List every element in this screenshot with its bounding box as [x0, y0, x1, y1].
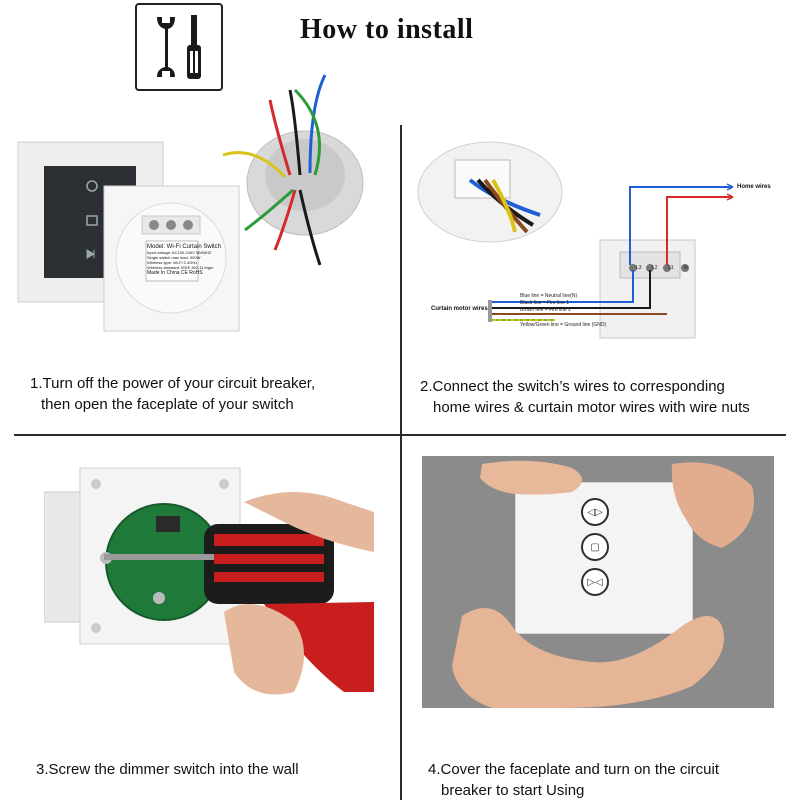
wall-box-wires-illustration: [222, 74, 364, 266]
switch-back-label: Model: Wi-Fi Curtain Switch Input voltag…: [147, 244, 222, 276]
tools-icon-box: [135, 3, 223, 91]
caption-line: 2.Connect the switch’s wires to correspo…: [420, 378, 725, 395]
wire-label-brown: Brown line = Fire line 2: [520, 307, 571, 313]
label-line: Input voltage: AC100-240V 50/60HZ: [147, 250, 212, 255]
caption-line: then open the faceplate of your switch: [41, 396, 294, 413]
label-line: Model: Wi-Fi Curtain Switch: [147, 244, 222, 250]
curtain-motor-wires-label: Curtain motor wires: [431, 306, 488, 312]
step-3-caption: 3.Screw the dimmer switch into the wall: [36, 759, 299, 780]
wire-label-black: Black line = Fire line 1: [520, 300, 570, 306]
terminal-label: L1: [668, 265, 674, 271]
terminal-label: L3: [636, 265, 642, 271]
wiring-diagram: [417, 141, 734, 339]
home-wires-label: Home wires: [737, 184, 771, 190]
square-stop-icon: ▢: [590, 541, 600, 553]
caption-line: 1.Turn off the power of your circuit bre…: [30, 375, 316, 392]
close-arrows-icon: ▷◁: [587, 576, 603, 588]
step-1-caption: 1.Turn off the power of your circuit bre…: [30, 373, 315, 415]
screwing-switch-illustration: [44, 467, 374, 695]
hands-illustration: [452, 460, 754, 708]
caption-line: home wires & curtain motor wires with wi…: [433, 399, 750, 416]
label-line: Wireless type: Wi-Fi 2.4GHz: [147, 260, 198, 265]
wire-label-blue: Blue line = Neutral line(N): [520, 293, 578, 299]
vertical-divider: [400, 125, 402, 800]
wire-label-ground: Yellow/Green line = Ground line (GND): [520, 322, 607, 328]
caption-line: breaker to start Using: [441, 782, 585, 799]
terminal-label: L2: [652, 265, 658, 271]
label-line: Wireless standard: IEEE 802.11 b/g/n: [147, 265, 214, 270]
stop-touch-button: ▢: [581, 533, 609, 561]
step-2-caption: 2.Connect the switch’s wires to correspo…: [420, 376, 750, 418]
close-curtain-touch-button: ▷◁: [581, 568, 609, 596]
horizontal-divider: [14, 434, 786, 436]
wrench-screwdriver-icon: [157, 15, 201, 79]
caption-line: 3.Screw the dimmer switch into the wall: [36, 761, 299, 778]
page-title: How to install: [300, 14, 474, 45]
open-curtain-touch-button: ◁▷: [581, 498, 609, 526]
open-close-arrows-icon: ◁▷: [587, 506, 603, 518]
terminal-label: N: [684, 265, 688, 271]
caption-line: 4.Cover the faceplate and turn on the ci…: [428, 761, 720, 778]
terminal-labels: L3 L2 L1 N: [636, 256, 688, 274]
step-4-caption: 4.Cover the faceplate and turn on the ci…: [428, 759, 719, 801]
switch-front-back-illustration: [17, 141, 240, 332]
label-line: Single switch max load: 300W: [147, 255, 201, 260]
label-line: Made In China CE RoHS: [147, 270, 203, 276]
